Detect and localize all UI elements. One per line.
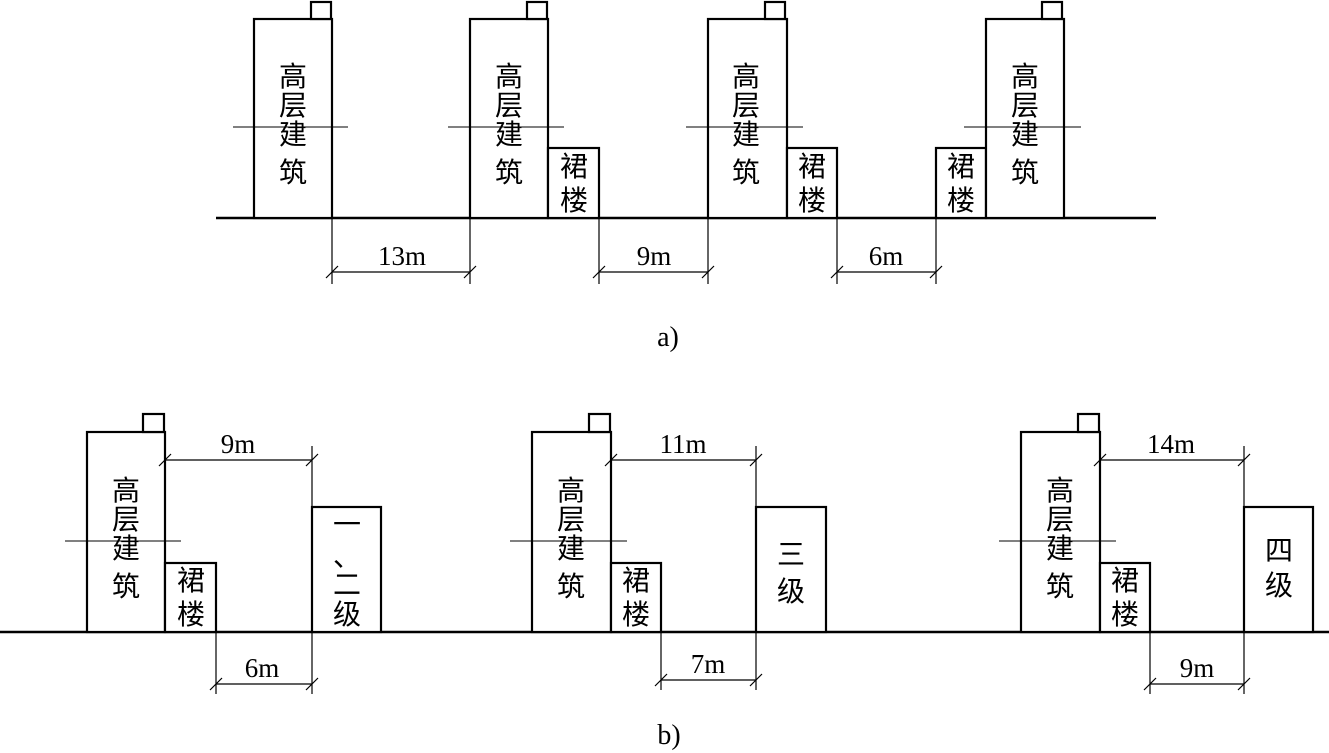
high-rise-building-a3: 高 层 建 筑	[686, 0, 803, 220]
high-rise-label-char: 高	[1046, 474, 1074, 507]
dimension-label: 9m	[1180, 653, 1215, 683]
roof-structure	[587, 412, 612, 434]
neighbor-label-char: 四	[1265, 534, 1293, 567]
high-rise-label-char: 筑	[732, 156, 760, 189]
dimension-label: 13m	[378, 241, 426, 271]
dimension-bottom-6m: 6m	[209, 632, 319, 694]
panel-a: 高 层 建 筑 高 层 建 筑 裙 楼 高 层 建 筑	[216, 0, 1156, 353]
high-rise-label-char: 层	[112, 503, 140, 536]
roof-structure	[525, 0, 549, 21]
panel-a-caption: a)	[657, 322, 679, 353]
podium-a2: 裙 楼	[546, 146, 601, 220]
high-rise-building-a4: 高 层 建 筑	[964, 0, 1081, 220]
high-rise-label-char: 层	[1011, 89, 1039, 122]
high-rise-label-char: 筑	[1011, 156, 1039, 189]
high-rise-building-a1: 高 层 建 筑	[233, 0, 348, 220]
high-rise-label-char: 层	[732, 89, 760, 122]
roof-structure	[1076, 412, 1101, 434]
high-rise-building-b2: 高 层 建 筑	[510, 412, 627, 634]
neighbor-label-char: 一	[333, 508, 361, 541]
high-rise-label-char: 筑	[557, 570, 585, 603]
neighbor-building-grade-1-2: 一 、 二 级	[310, 505, 383, 634]
dimension-label: 6m	[245, 653, 280, 683]
dimension-bottom-9m: 9m	[1143, 632, 1251, 694]
neighbor-label-char: 级	[777, 575, 805, 608]
podium-label-char: 裙	[177, 564, 205, 597]
roof-structure	[1040, 0, 1064, 21]
podium-b1: 裙 楼	[163, 561, 218, 634]
podium-label-char: 楼	[947, 184, 975, 217]
dimension-13m: 13m	[325, 218, 477, 284]
neighbor-label-char: 级	[333, 598, 361, 631]
high-rise-label-char: 高	[495, 60, 523, 93]
dimension-top-14m: 14m	[1093, 429, 1251, 507]
high-rise-label-char: 高	[732, 60, 760, 93]
neighbor-label-char: 、	[333, 540, 361, 573]
neighbor-label-char: 级	[1265, 569, 1293, 602]
dimension-9m: 9m	[592, 218, 715, 284]
podium-a4: 裙 楼	[934, 146, 988, 220]
high-rise-label-char: 筑	[279, 156, 307, 189]
panel-b: 高 层 建 筑 裙 楼 一 、 二 级 9m	[0, 412, 1329, 751]
high-rise-building-b3: 高 层 建 筑	[999, 412, 1116, 634]
podium-label-char: 裙	[1111, 564, 1139, 597]
neighbor-building-grade-4: 四 级	[1242, 505, 1315, 634]
neighbor-label-char: 三	[777, 538, 805, 571]
podium-b2: 裙 楼	[609, 561, 663, 634]
roof-structure	[141, 412, 166, 434]
high-rise-label-char: 层	[495, 89, 523, 122]
high-rise-label-char: 高	[1011, 60, 1039, 93]
dimension-label: 7m	[691, 649, 726, 679]
dimension-top-9m: 9m	[158, 429, 319, 507]
dimension-6m: 6m	[830, 218, 943, 284]
dimension-label: 14m	[1147, 429, 1195, 459]
roof-structure	[763, 0, 787, 21]
panel-b-caption: b)	[657, 720, 680, 751]
podium-label-char: 楼	[1111, 598, 1139, 631]
high-rise-label-char: 建	[1011, 118, 1039, 151]
high-rise-label-char: 筑	[495, 156, 523, 189]
roof-structure	[309, 0, 333, 21]
dimension-bottom-7m: 7m	[654, 632, 763, 690]
podium-label-char: 楼	[177, 598, 205, 631]
high-rise-label-char: 高	[557, 474, 585, 507]
dimension-label: 6m	[869, 241, 904, 271]
high-rise-label-char: 建	[1046, 532, 1074, 565]
high-rise-label-char: 建	[112, 532, 140, 565]
high-rise-label-char: 层	[557, 503, 585, 536]
podium-label-char: 楼	[622, 598, 650, 631]
neighbor-label-char: 二	[333, 568, 361, 601]
high-rise-label-char: 建	[279, 118, 307, 151]
high-rise-label-char: 高	[279, 60, 307, 93]
podium-label-char: 裙	[622, 564, 650, 597]
podium-b3: 裙 楼	[1098, 561, 1152, 634]
podium-label-char: 裙	[947, 150, 975, 183]
high-rise-building-a2: 高 层 建 筑	[448, 0, 564, 220]
high-rise-label-char: 层	[279, 89, 307, 122]
dimension-label: 9m	[637, 241, 672, 271]
high-rise-label-char: 建	[495, 118, 523, 151]
high-rise-building-b1: 高 层 建 筑	[65, 412, 181, 634]
high-rise-label-char: 高	[112, 474, 140, 507]
high-rise-label-char: 建	[732, 118, 760, 151]
neighbor-building-grade-3: 三 级	[754, 505, 828, 634]
dimension-top-11m: 11m	[604, 429, 763, 507]
high-rise-label-char: 层	[1046, 503, 1074, 536]
high-rise-label-char: 筑	[112, 570, 140, 603]
dimension-label: 9m	[221, 429, 256, 459]
podium-label-char: 楼	[560, 184, 588, 217]
podium-label-char: 裙	[560, 150, 588, 183]
podium-label-char: 楼	[798, 184, 826, 217]
dimension-label: 11m	[660, 429, 707, 459]
high-rise-label-char: 筑	[1046, 570, 1074, 603]
high-rise-label-char: 建	[557, 532, 585, 565]
podium-a3: 裙 楼	[785, 146, 839, 220]
podium-label-char: 裙	[798, 150, 826, 183]
